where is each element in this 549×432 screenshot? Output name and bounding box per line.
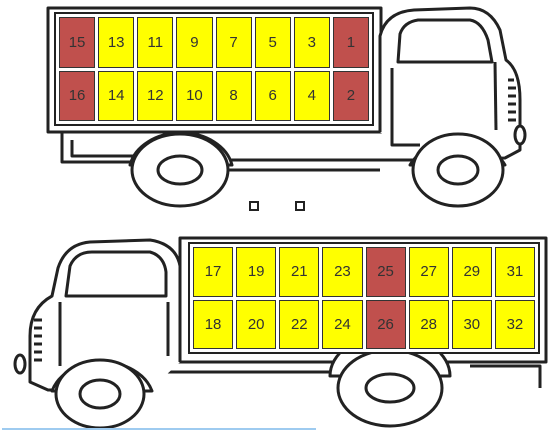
seat-cell: 19 [236, 247, 276, 297]
seat-cell: 18 [193, 300, 233, 350]
seat-cell-highlighted: 16 [59, 71, 95, 122]
seat-cell: 29 [452, 247, 492, 297]
seat-cell-highlighted: 15 [59, 17, 95, 68]
seat-cell: 4 [294, 71, 330, 122]
seat-cell: 11 [137, 17, 173, 68]
seat-cell: 27 [409, 247, 449, 297]
seat-cell: 6 [255, 71, 291, 122]
seat-cell: 30 [452, 300, 492, 350]
divider-line [2, 428, 316, 430]
seat-cell: 3 [294, 17, 330, 68]
seat-cell: 23 [322, 247, 362, 297]
seat-cell-highlighted: 1 [333, 17, 369, 68]
seat-cell: 21 [279, 247, 319, 297]
seat-cell: 7 [216, 17, 252, 68]
seat-cell: 31 [495, 247, 535, 297]
seat-cell: 28 [409, 300, 449, 350]
seat-cell: 24 [322, 300, 362, 350]
seat-cell: 12 [137, 71, 173, 122]
seat-cell: 8 [216, 71, 252, 122]
seat-cell: 10 [176, 71, 212, 122]
seat-cell-highlighted: 2 [333, 71, 369, 122]
seat-cell: 32 [495, 300, 535, 350]
seat-cell: 13 [98, 17, 134, 68]
seat-cell: 20 [236, 300, 276, 350]
seat-cell: 9 [176, 17, 212, 68]
seat-cell: 5 [255, 17, 291, 68]
seat-cell-highlighted: 26 [366, 300, 406, 350]
seat-cell: 14 [98, 71, 134, 122]
seat-cell-highlighted: 25 [366, 247, 406, 297]
seat-cell: 22 [279, 300, 319, 350]
seat-cell: 17 [193, 247, 233, 297]
